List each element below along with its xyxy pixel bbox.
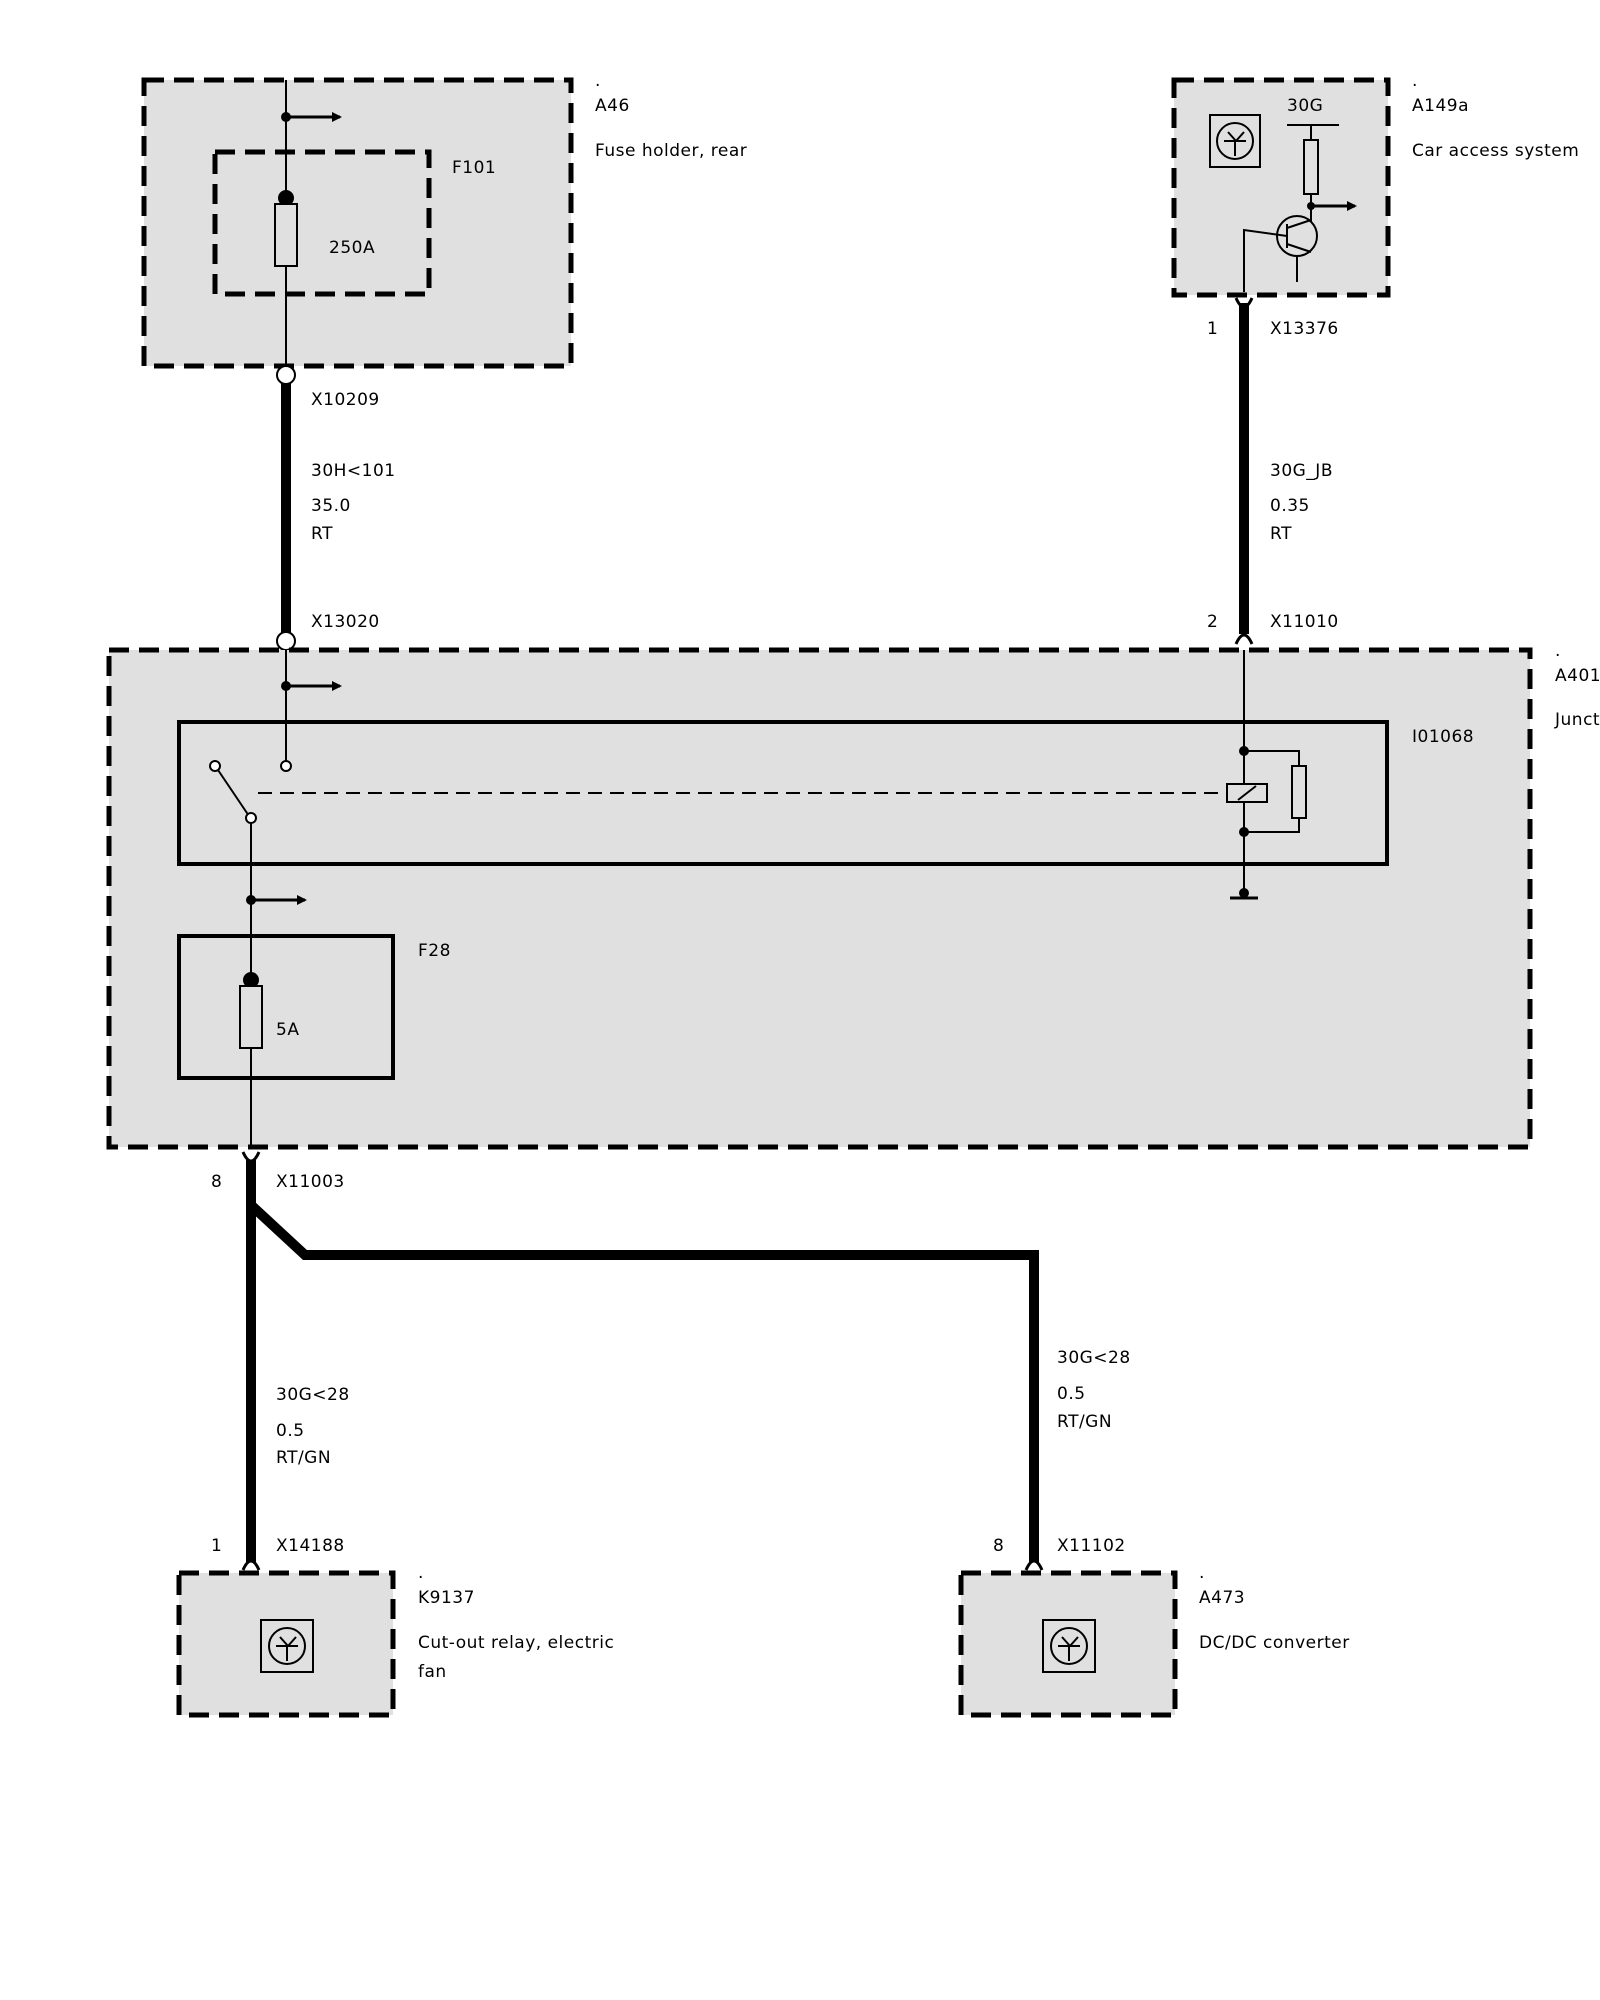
connector-x11102-id: X11102	[1057, 1536, 1126, 1556]
control-unit-icon	[1042, 1619, 1096, 1673]
wire-color: RT	[311, 524, 333, 544]
k9137-id: K9137	[418, 1588, 475, 1608]
relay-contact	[280, 760, 292, 772]
f101-terminal	[278, 190, 294, 206]
a149a-housing	[1171, 77, 1391, 298]
f28-housing	[177, 934, 395, 1080]
control-unit-icon-glyph	[276, 1636, 298, 1661]
connector-pin	[1024, 1559, 1044, 1571]
connector-x11102-pin: 8	[993, 1536, 1004, 1556]
connector-pin	[241, 1559, 261, 1571]
relay-i01068-id: I01068	[1412, 727, 1474, 747]
a46-desc: Fuse holder, rear	[595, 141, 747, 161]
component-a149a: . A149a Car access system 30G	[1171, 71, 1579, 298]
control-unit-icon	[260, 1619, 314, 1673]
connector-x10209-id: X10209	[311, 390, 380, 410]
wire-signal: 30G_JB	[1270, 461, 1333, 481]
a149a-id: A149a	[1412, 96, 1469, 116]
a149a-desc: Car access system	[1412, 141, 1579, 161]
connector-x11010-id: X11010	[1270, 612, 1339, 632]
f101-id: F101	[452, 158, 496, 178]
component-a46: . A46 Fuse holder, rear F101 250A	[141, 71, 747, 369]
component-a4010: . A4010 Junction box electronics I01068 …	[106, 641, 1600, 1150]
wire-segment	[247, 1201, 1039, 1562]
a4010-desc: Junction box electronics	[1554, 710, 1600, 730]
connector-x14188-pin: 1	[211, 1536, 222, 1556]
wire-color: RT	[1270, 524, 1292, 544]
component-a473: . A473 DC/DC converter	[958, 1563, 1350, 1718]
f28-terminal	[243, 972, 259, 988]
wire-30g28: 8 X11003 30G<28 0.5 RT/GN 30G<28 0.5 RT/…	[211, 1151, 1131, 1571]
relay-i01068-housing	[177, 720, 1389, 866]
connector-pin	[276, 365, 296, 385]
a473-desc: DC/DC converter	[1199, 1633, 1350, 1653]
k9137-desc-line1: Cut-out relay, electric	[418, 1633, 614, 1653]
relay-contact	[245, 812, 257, 824]
connector-x14188-id: X14188	[276, 1536, 345, 1556]
k9137-desc-line2: fan	[418, 1662, 447, 1682]
connector-x11003-id: X11003	[276, 1172, 345, 1192]
wire-gauge: 35.0	[311, 496, 351, 516]
a46-housing	[141, 77, 574, 369]
control-unit-icon-circle	[268, 1627, 306, 1665]
wire-color: RT/GN	[276, 1448, 331, 1468]
control-unit-icon-circle	[1216, 122, 1254, 160]
wire-signal: 30H<101	[311, 461, 396, 481]
transistor-icon-glyph	[1243, 219, 1312, 292]
a46-id: A46	[595, 96, 630, 116]
ground-node	[1239, 888, 1249, 898]
control-unit-icon-glyph	[1058, 1636, 1080, 1661]
a149a-pin-label: 30G	[1287, 96, 1323, 116]
connector-pin	[276, 631, 296, 651]
a4010-dot: .	[1555, 641, 1561, 661]
wire-signal: 30G<28	[276, 1385, 350, 1405]
a473-dot: .	[1199, 1563, 1205, 1583]
wire-gauge: 0.35	[1270, 496, 1310, 516]
connector-x13376-pin: 1	[1207, 319, 1218, 339]
control-unit-icon	[1209, 114, 1261, 168]
connector-x13020-id: X13020	[311, 612, 380, 632]
f101-housing	[212, 149, 432, 297]
k9137-dot: .	[418, 1563, 424, 1583]
resistor-icon	[1303, 139, 1319, 195]
relay-contact	[209, 760, 221, 772]
connector-pin	[241, 1151, 261, 1163]
wire-signal: 30G<28	[1057, 1348, 1131, 1368]
control-unit-icon-circle	[1050, 1627, 1088, 1665]
a4010-id: A4010	[1555, 666, 1600, 686]
wire-30g-jb: 1 X13376 30G_JB 0.35 RT 2 X11010	[1207, 297, 1339, 645]
fuse-icon	[274, 203, 298, 267]
connector-x13376-id: X13376	[1270, 319, 1339, 339]
f101-rating: 250A	[329, 238, 375, 258]
a149a-dot: .	[1412, 71, 1418, 91]
a4010-housing	[106, 647, 1533, 1150]
component-k9137: . K9137 Cut-out relay, electric fan	[176, 1563, 614, 1718]
relay-switch-arm	[217, 769, 250, 817]
wire-30h101: X10209 30H<101 35.0 RT X13020	[276, 365, 396, 651]
a46-dot: .	[595, 71, 601, 91]
connector-x11003-pin: 8	[211, 1172, 222, 1192]
f28-rating: 5A	[276, 1020, 299, 1040]
wire-gauge: 0.5	[276, 1421, 305, 1441]
a473-id: A473	[1199, 1588, 1245, 1608]
wire-color: RT/GN	[1057, 1412, 1112, 1432]
resistor-icon	[1291, 765, 1307, 819]
f28-id: F28	[418, 941, 451, 961]
connector-pin	[1234, 297, 1254, 309]
relay-coil-icon-slash	[1237, 785, 1257, 801]
fuse-icon	[239, 985, 263, 1049]
wire-gauge: 0.5	[1057, 1384, 1086, 1404]
connector-x11010-pin: 2	[1207, 612, 1218, 632]
control-unit-icon-glyph	[1224, 131, 1246, 156]
connector-pin	[1234, 633, 1254, 645]
